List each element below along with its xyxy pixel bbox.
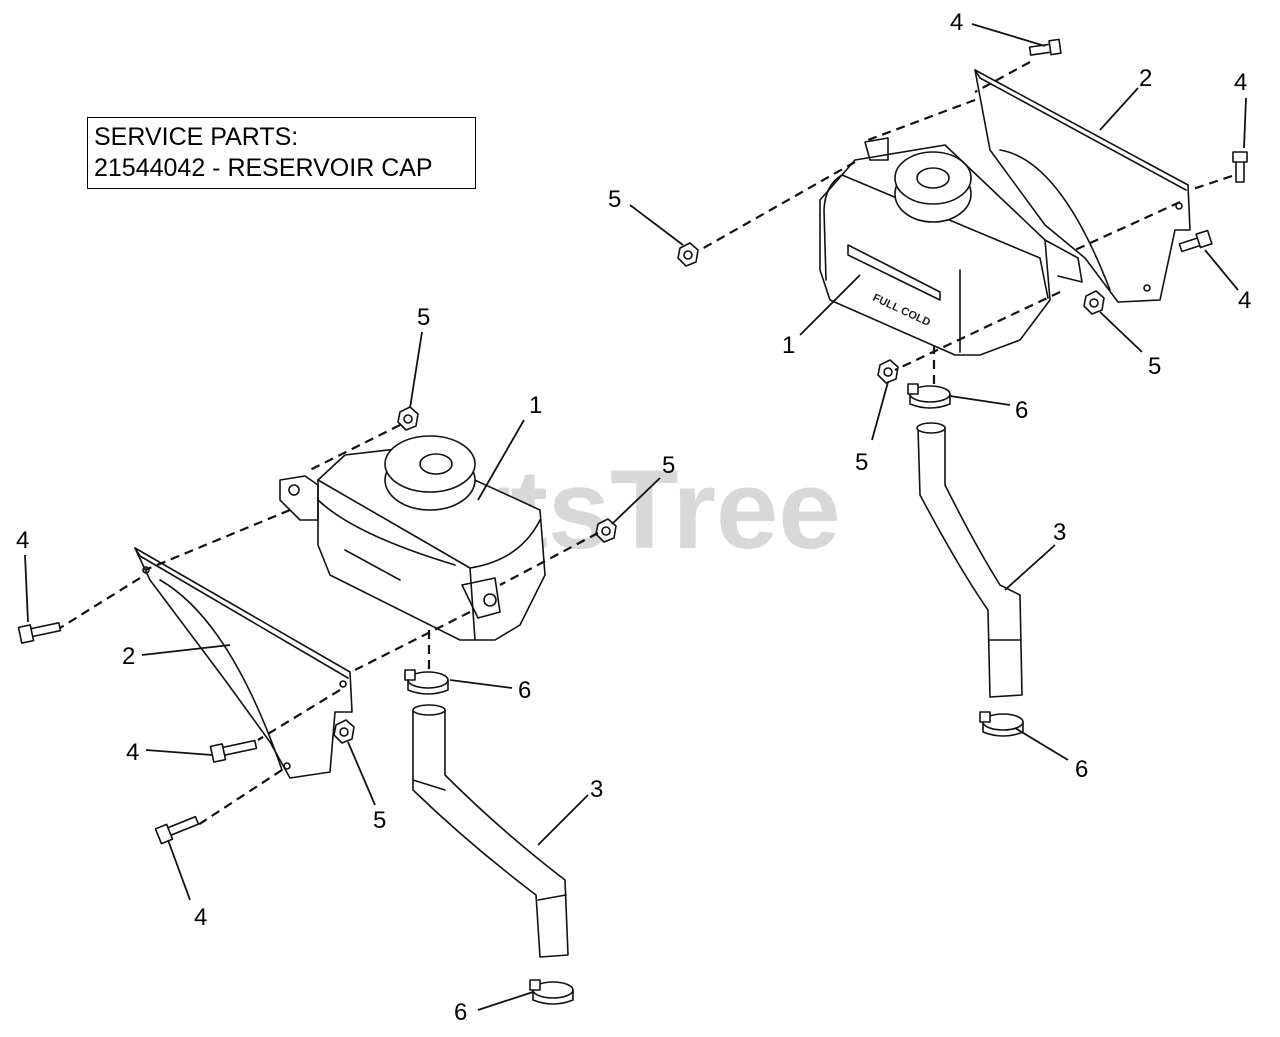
callout-3-right: 3 xyxy=(1053,519,1066,546)
callout-2-left: 2 xyxy=(122,643,135,670)
left-reservoir-hose xyxy=(412,709,569,958)
right-assembly: FULL COLD xyxy=(629,23,1248,761)
right-nut-bottom xyxy=(877,359,899,384)
right-bolt-lower xyxy=(1178,229,1213,253)
right-reservoir-hose xyxy=(917,427,1023,698)
left-nut-top xyxy=(397,406,419,431)
callout-5-right-left: 5 xyxy=(608,186,621,213)
callout-4-left-mid: 4 xyxy=(126,739,139,766)
callout-4-left-bottom: 4 xyxy=(194,904,207,931)
callout-5-left-bottom: 5 xyxy=(373,807,386,834)
callout-4-right-far: 4 xyxy=(1234,69,1247,96)
right-bolt-top xyxy=(1028,38,1062,56)
callout-1-right: 1 xyxy=(782,332,795,359)
callout-1-left: 1 xyxy=(529,392,542,419)
callout-6-right-top: 6 xyxy=(1015,397,1028,424)
service-parts-heading: SERVICE PARTS: xyxy=(94,123,299,151)
left-nut-bottom xyxy=(333,719,355,744)
callout-4-right-top: 4 xyxy=(950,9,963,36)
service-part-reservoir-cap: 21544042 - RESERVOIR CAP xyxy=(94,154,433,182)
callout-6-right-bottom: 6 xyxy=(1075,756,1088,783)
callout-5-right-bottom: 5 xyxy=(855,449,868,476)
callout-2-right: 2 xyxy=(1139,65,1152,92)
callout-4-right-lower: 4 xyxy=(1238,287,1251,314)
callout-3-left: 3 xyxy=(590,776,603,803)
callout-6-left-bottom: 6 xyxy=(454,999,467,1026)
right-nut-left xyxy=(677,242,699,267)
right-hose-clamp-bottom xyxy=(979,711,1024,737)
left-bolt-bottom xyxy=(154,815,200,845)
callout-4-left-left: 4 xyxy=(16,527,29,554)
callout-6-left-top: 6 xyxy=(518,677,531,704)
right-bolt-far xyxy=(1232,151,1248,183)
right-hose-clamp-top xyxy=(907,383,951,409)
service-parts-box: SERVICE PARTS: 21544042 - RESERVOIR CAP xyxy=(87,117,476,189)
right-reservoir-tank xyxy=(819,144,1051,356)
left-hose-clamp-top xyxy=(404,669,449,695)
left-reservoir-tank xyxy=(317,447,546,641)
right-mounting-bracket xyxy=(974,69,1191,303)
right-nut-right xyxy=(1083,290,1105,315)
left-bolt-mid xyxy=(209,739,258,763)
left-hose-clamp-bottom xyxy=(529,979,574,1005)
left-mounting-bracket xyxy=(134,547,353,779)
left-bolt-left xyxy=(17,621,62,644)
callout-5-right-right: 5 xyxy=(1148,353,1161,380)
callout-5-left-top: 5 xyxy=(417,304,430,331)
left-assembly xyxy=(17,331,661,1011)
callout-5-left-right: 5 xyxy=(662,452,675,479)
